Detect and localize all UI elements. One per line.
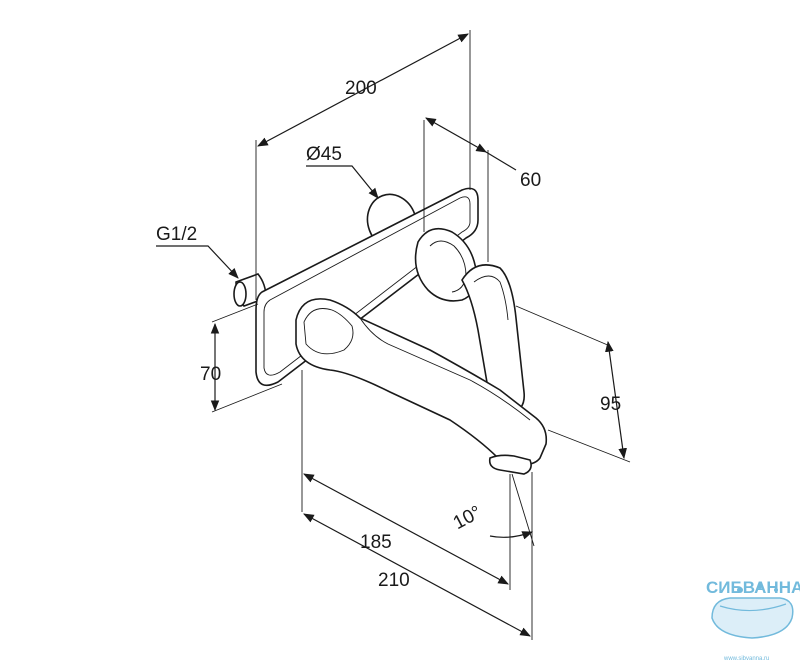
dim-arc-10deg bbox=[489, 531, 534, 540]
bathtub-icon bbox=[711, 597, 794, 639]
faucet-body bbox=[233, 187, 548, 475]
leader-g12 bbox=[156, 245, 239, 279]
label-g12: G1/2 bbox=[156, 224, 197, 245]
spout bbox=[295, 298, 548, 466]
aerator bbox=[488, 454, 532, 475]
dimension-lines bbox=[156, 33, 627, 637]
label-210: 210 bbox=[378, 570, 410, 591]
dimension-labels: 200 60 Ø45 G1/2 70 95 185 210 10° bbox=[156, 78, 621, 591]
watermark-url: www.sibvanna.ru bbox=[723, 656, 769, 662]
label-95: 95 bbox=[600, 394, 621, 415]
dim-line-210 bbox=[303, 513, 531, 637]
dim-line-95 bbox=[605, 340, 627, 460]
dim-line-60 bbox=[425, 117, 487, 153]
label-10deg: 10° bbox=[450, 502, 485, 534]
watermark-brand: СИБВАННА bbox=[706, 578, 800, 597]
label-70: 70 bbox=[200, 364, 221, 385]
watermark-logo: СИБВАННА www.sibvanna.ru bbox=[706, 578, 800, 662]
label-200: 200 bbox=[345, 78, 377, 99]
label-185: 185 bbox=[360, 532, 392, 553]
label-d45: Ø45 bbox=[306, 144, 342, 165]
dim-line-200 bbox=[257, 33, 469, 147]
label-60: 60 bbox=[520, 170, 541, 191]
dim-line-185 bbox=[303, 473, 509, 585]
leader-d45 bbox=[306, 165, 379, 199]
